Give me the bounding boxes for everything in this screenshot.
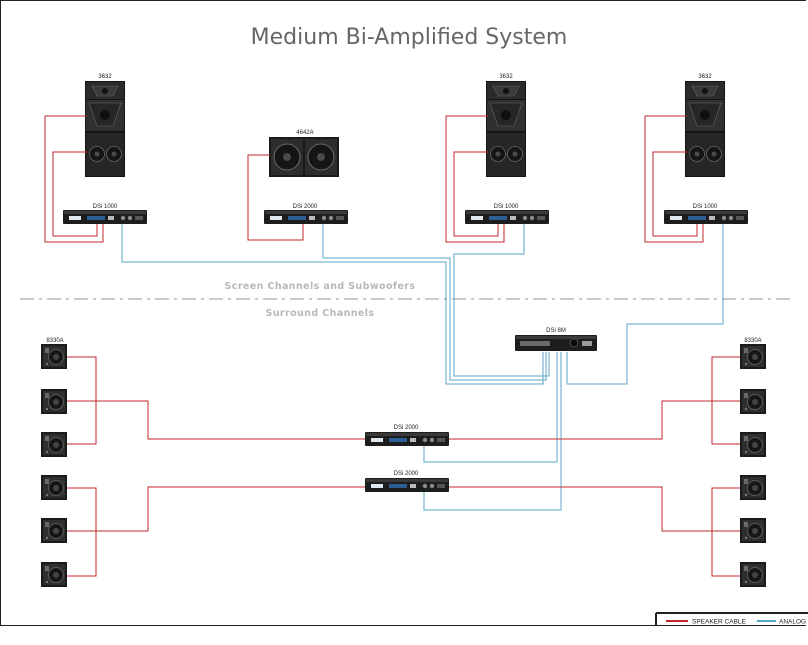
amplifier-dsi1000-1 [63,210,147,224]
section-label-screen: Screen Channels and Subwoofers [225,281,416,292]
surround-speaker-left-4 [40,474,68,501]
surround-speaker-right-1 [739,343,767,370]
analog-cables-surround [423,352,562,511]
surround-speaker-left-1 [40,343,68,370]
diagram-title: Medium Bi-Amplified System [251,25,568,50]
surround-speaker-left-6 [40,561,68,588]
surround-speaker-left-3 [40,431,68,458]
surround-speaker-right-4 [739,474,767,501]
legend-label-analog: ANALOG [779,619,806,626]
processor-label: DSi 8M [546,328,566,334]
diagram-frame [0,0,806,626]
speaker-label-4642a: 4642A [296,130,313,136]
surround-speaker-left-2 [40,388,68,415]
amplifier-dsi1000-3 [664,210,748,224]
speaker-label-3632-1: 3632 [98,74,112,80]
speaker-label-3632-2: 3632 [499,74,513,80]
speaker-cables-top [44,115,704,243]
speaker-3632-1 [84,80,126,178]
amp-label-surround-2: DSi 2000 [394,471,419,477]
amp-label-4: DSi 1000 [693,204,718,210]
legend: SPEAKER CABLE ANALOG [655,612,808,626]
amp-label-1: DSi 1000 [93,204,118,210]
amplifier-dsi2000-surround-1 [365,432,449,446]
amp-label-surround-1: DSi 2000 [394,425,419,431]
speaker-3632-2 [485,80,527,178]
surround-speaker-right-5 [739,517,767,544]
section-label-surround: Surround Channels [266,308,375,319]
speaker-cables-surround [67,356,740,577]
amplifier-dsi2000-surround-2 [365,478,449,492]
amp-label-2: DSi 2000 [293,204,318,210]
amplifier-dsi1000-2 [465,210,549,224]
surround-speaker-left-5 [40,517,68,544]
legend-label-speaker-cable: SPEAKER CABLE [692,619,746,626]
surround-speaker-right-6 [739,561,767,588]
analog-cables-top [121,224,724,385]
subwoofer-4642a [269,137,339,177]
processor-dsi8m [515,335,597,351]
surround-speaker-right-2 [739,388,767,415]
surround-speaker-right-3 [739,431,767,458]
speaker-label-3632-3: 3632 [698,74,712,80]
speaker-label-8330a-right: 8330A [744,338,761,344]
speaker-label-8330a-left: 8330A [46,338,63,344]
amplifier-dsi2000-1 [264,210,348,224]
amp-label-3: DSi 1000 [494,204,519,210]
speaker-3632-3 [684,80,726,178]
